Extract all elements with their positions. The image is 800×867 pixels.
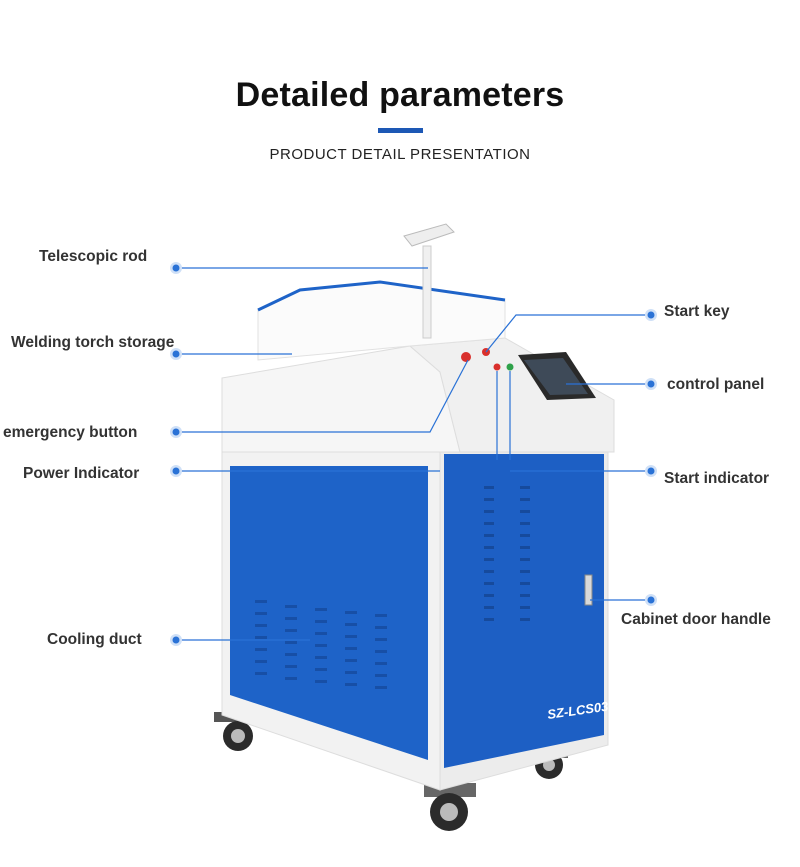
wheel-front-right	[424, 783, 476, 831]
label-telescopic-rod: Telescopic rod	[39, 248, 148, 265]
cooling-vents-left	[255, 600, 387, 689]
telescopic-rod	[422, 245, 432, 339]
label-power-indicator: Power Indicator	[23, 465, 140, 482]
label-cabinet-door-handle: Cabinet door handle	[621, 611, 771, 628]
torch-holder	[403, 223, 455, 247]
page-title: Detailed parameters	[235, 76, 565, 114]
emergency-button-shape	[461, 352, 471, 362]
door-handle	[584, 574, 593, 606]
cooling-vents-right	[484, 486, 530, 621]
label-welding-torch-storage: Welding torch storage	[11, 334, 175, 351]
label-start-key: Start key	[664, 303, 730, 320]
callout-dots	[170, 262, 657, 646]
power-indicator-light	[493, 363, 501, 371]
callout-lines	[176, 267, 651, 641]
start-indicator-light	[506, 363, 514, 371]
label-cooling-duct: Cooling duct	[47, 631, 142, 648]
cover-blue-trim	[257, 280, 506, 312]
label-emergency-button: emergency button	[3, 424, 138, 441]
cabinet-right-panel	[444, 454, 604, 768]
label-control-panel: control panel	[667, 376, 765, 393]
torch-storage-front	[221, 345, 461, 453]
title-underline	[378, 128, 423, 133]
page-subtitle: PRODUCT DETAIL PRESENTATION	[269, 146, 531, 163]
label-start-indicator: Start indicator	[664, 470, 770, 487]
